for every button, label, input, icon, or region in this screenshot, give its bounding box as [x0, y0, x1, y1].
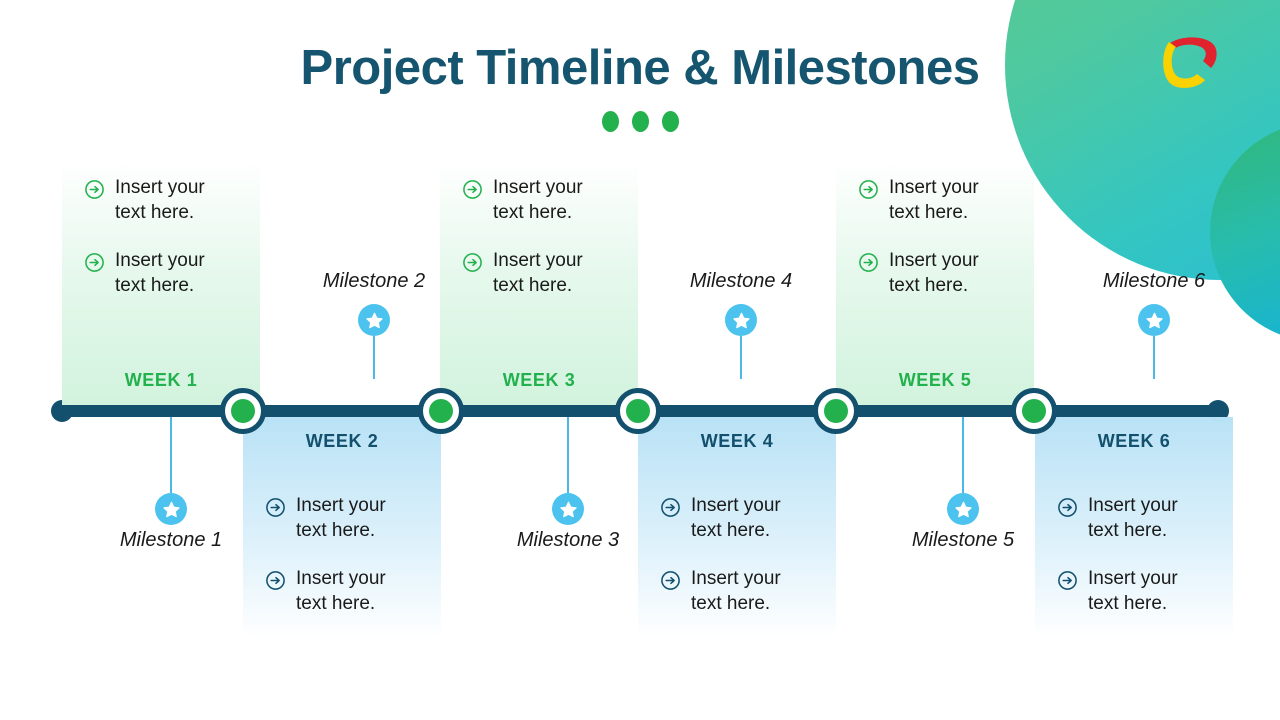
week-label: WEEK 5 — [898, 370, 972, 390]
bullet-item[interactable]: Insert your text here. — [462, 248, 628, 298]
arrow-circle-icon — [265, 497, 286, 518]
bullet-item[interactable]: Insert your text here. — [1057, 566, 1223, 616]
brand-logo-icon — [1155, 28, 1223, 96]
bullet-text: Insert your text here. — [115, 177, 205, 223]
arrow-circle-icon — [84, 179, 105, 200]
title-dot — [661, 111, 679, 132]
week-label: WEEK 6 — [1097, 431, 1171, 451]
bullet-item[interactable]: Insert your text here. — [1057, 493, 1223, 543]
milestone-label: Milestone 5 — [911, 529, 1015, 551]
milestone-marker[interactable]: Milestone 5 — [883, 417, 1043, 567]
bullet-list: Insert your text here. Insert your text h… — [84, 175, 250, 321]
milestone-label: Milestone 4 — [689, 270, 793, 292]
bullet-text: Insert your text here. — [889, 250, 979, 296]
bullet-list: Insert your text here. Insert your text h… — [858, 175, 1024, 321]
milestone-label: Milestone 2 — [322, 270, 426, 292]
bullet-text: Insert your text here. — [115, 250, 205, 296]
milestone-connector-line — [170, 417, 172, 493]
bullet-text: Insert your text here. — [1088, 568, 1178, 614]
bullet-text: Insert your text here. — [1088, 495, 1178, 541]
arrow-circle-icon — [84, 252, 105, 273]
bullet-text: Insert your text here. — [493, 250, 583, 296]
bullet-text: Insert your text here. — [493, 177, 583, 223]
star-icon — [155, 493, 187, 525]
bullet-item[interactable]: Insert your text here. — [84, 175, 250, 225]
bullet-item[interactable]: Insert your text here. — [660, 493, 826, 543]
milestone-connector-line — [373, 336, 375, 379]
arrow-circle-icon — [462, 252, 483, 273]
timeline-end-cap — [1207, 400, 1229, 422]
star-icon — [358, 304, 390, 336]
title-dot — [631, 111, 649, 132]
milestone-marker[interactable]: Milestone 4 — [661, 270, 821, 420]
arrow-circle-icon — [1057, 570, 1078, 591]
milestone-marker[interactable]: Milestone 1 — [91, 417, 251, 567]
arrow-circle-icon — [1057, 497, 1078, 518]
week-label: WEEK 1 — [124, 370, 198, 390]
star-icon — [725, 304, 757, 336]
timeline-start-cap — [51, 400, 73, 422]
bullet-item[interactable]: Insert your text here. — [84, 248, 250, 298]
bullet-text: Insert your text here. — [296, 495, 386, 541]
week-label: WEEK 2 — [305, 431, 379, 451]
bullet-list: Insert your text here. Insert your text h… — [1057, 493, 1223, 639]
bullet-list: Insert your text here. Insert your text h… — [462, 175, 628, 321]
week-card[interactable]: Insert your text here. Insert your text h… — [440, 160, 638, 405]
title-dot — [601, 111, 619, 132]
arrow-circle-icon — [858, 252, 879, 273]
bullet-item[interactable]: Insert your text here. — [858, 175, 1024, 225]
star-icon — [1138, 304, 1170, 336]
arrow-circle-icon — [858, 179, 879, 200]
week-card[interactable]: Insert your text here. Insert your text h… — [62, 160, 260, 405]
week-label: WEEK 3 — [502, 370, 576, 390]
title-dots-decoration — [0, 111, 1280, 132]
timeline-node[interactable] — [615, 388, 661, 434]
week-card[interactable]: Insert your text here. Insert your text h… — [1035, 417, 1233, 639]
bullet-list: Insert your text here. Insert your text h… — [265, 493, 431, 639]
milestone-marker[interactable]: Milestone 2 — [294, 270, 454, 420]
timeline-node[interactable] — [220, 388, 266, 434]
bullet-text: Insert your text here. — [691, 495, 781, 541]
bullet-list: Insert your text here. Insert your text h… — [660, 493, 826, 639]
timeline-node[interactable] — [1011, 388, 1057, 434]
week-card[interactable]: Insert your text here. Insert your text h… — [836, 160, 1034, 405]
milestone-marker[interactable]: Milestone 3 — [488, 417, 648, 567]
milestone-marker[interactable]: Milestone 6 — [1074, 270, 1234, 420]
bullet-text: Insert your text here. — [889, 177, 979, 223]
bullet-item[interactable]: Insert your text here. — [660, 566, 826, 616]
milestone-connector-line — [1153, 336, 1155, 379]
milestone-label: Milestone 3 — [516, 529, 620, 551]
bullet-item[interactable]: Insert your text here. — [265, 493, 431, 543]
star-icon — [552, 493, 584, 525]
milestone-connector-line — [567, 417, 569, 493]
bullet-item[interactable]: Insert your text here. — [462, 175, 628, 225]
bullet-item[interactable]: Insert your text here. — [265, 566, 431, 616]
week-card[interactable]: Insert your text here. Insert your text h… — [638, 417, 836, 639]
timeline-node[interactable] — [813, 388, 859, 434]
arrow-circle-icon — [265, 570, 286, 591]
arrow-circle-icon — [660, 497, 681, 518]
week-label: WEEK 4 — [700, 431, 774, 451]
bullet-item[interactable]: Insert your text here. — [858, 248, 1024, 298]
arrow-circle-icon — [462, 179, 483, 200]
page-title: Project Timeline & Milestones — [300, 41, 980, 95]
milestone-label: Milestone 1 — [119, 529, 223, 551]
milestone-connector-line — [740, 336, 742, 379]
bullet-text: Insert your text here. — [691, 568, 781, 614]
week-card[interactable]: Insert your text here. Insert your text h… — [243, 417, 441, 639]
bullet-text: Insert your text here. — [296, 568, 386, 614]
timeline-node[interactable] — [418, 388, 464, 434]
star-icon — [947, 493, 979, 525]
arrow-circle-icon — [660, 570, 681, 591]
milestone-connector-line — [962, 417, 964, 493]
milestone-label: Milestone 6 — [1102, 270, 1206, 292]
